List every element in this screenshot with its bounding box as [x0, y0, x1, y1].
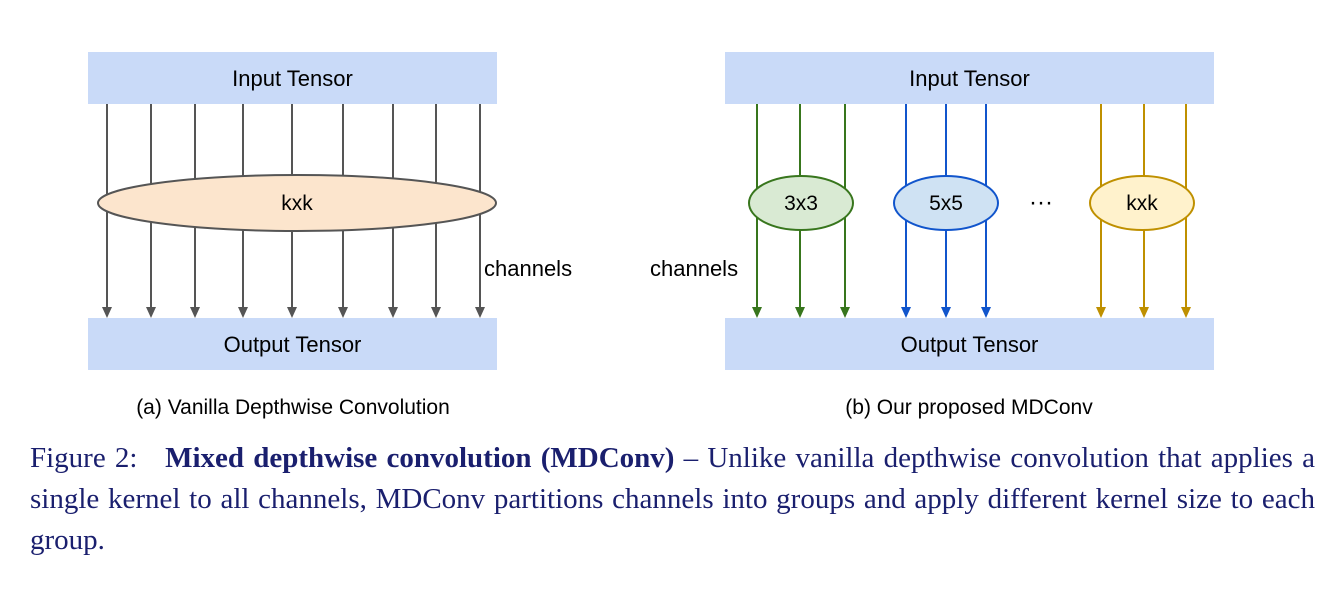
vanilla-channel-arrow-head [431, 307, 441, 318]
vanilla-channel-arrow-head [190, 307, 200, 318]
mdconv-channel-arrow-head [981, 307, 991, 318]
mdconv-channel-arrow-head [752, 307, 762, 318]
mdconv-kernel-label: 5x5 [929, 192, 963, 215]
mdconv-channel-arrow-head [840, 307, 850, 318]
mdconv-kernel-label: kxk [1126, 192, 1158, 215]
vanilla-channel-arrow-head [338, 307, 348, 318]
mdconv-kernel-groups: 3x3 5x5 kxk [748, 175, 1195, 231]
vanilla-channel-arrow-head [102, 307, 112, 318]
vanilla-channel-arrow-head [146, 307, 156, 318]
vanilla-panel: Input Tensor Output Tensor kxk channels … [88, 52, 572, 419]
vanilla-subcaption: (a) Vanilla Depthwise Convolution [136, 396, 450, 419]
mdconv-panel: Input Tensor Output Tensor 3x3 5x5 kxk ···… [650, 52, 1214, 419]
vanilla-kernel-label: kxk [281, 192, 313, 215]
mdconv-kernel-ellipse [1089, 175, 1195, 231]
vanilla-input-label: Input Tensor [232, 66, 353, 91]
mdconv-channel-arrow-head [901, 307, 911, 318]
mdconv-channels-label: channels [650, 256, 738, 281]
mdconv-channel-arrow-head [1181, 307, 1191, 318]
figure-title: Mixed depthwise convolution (MDConv) [165, 442, 675, 474]
mdconv-channel-arrow-head [1139, 307, 1149, 318]
figure-body: – Unlike vanilla depthwise convolution t… [30, 442, 1316, 556]
mdconv-output-label: Output Tensor [901, 332, 1039, 357]
vanilla-channel-arrow-head [287, 307, 297, 318]
mdconv-input-tensor [725, 52, 1214, 104]
mdconv-channel-arrow-head [795, 307, 805, 318]
figure-label: Figure 2: [30, 442, 138, 474]
mdconv-subcaption: (b) Our proposed MDConv [845, 396, 1093, 419]
mdconv-kernel-ellipse [893, 175, 999, 231]
mdconv-kernel-ellipse [748, 175, 854, 231]
vanilla-input-tensor [88, 52, 497, 104]
mdconv-diagram: Input Tensor Output Tensor kxk channels … [88, 52, 1214, 419]
vanilla-output-label: Output Tensor [224, 332, 362, 357]
figure-caption: Figure 2: Mixed depthwise convolution (M… [30, 438, 1315, 561]
mdconv-output-tensor [725, 318, 1214, 370]
mdconv-channel-arrow-head [941, 307, 951, 318]
vanilla-kernel-ellipse [97, 174, 497, 232]
mdconv-kernel-label: 3x3 [784, 192, 818, 215]
vanilla-channel-arrow-head [475, 307, 485, 318]
vanilla-channel-arrow-head [238, 307, 248, 318]
mdconv-channel-arrow-head [1096, 307, 1106, 318]
vanilla-output-tensor [88, 318, 497, 370]
mdconv-input-label: Input Tensor [909, 66, 1030, 91]
vanilla-channel-arrow-head [388, 307, 398, 318]
vanilla-channels-label: channels [484, 256, 572, 281]
mdconv-ellipsis: ··· [1029, 189, 1053, 216]
